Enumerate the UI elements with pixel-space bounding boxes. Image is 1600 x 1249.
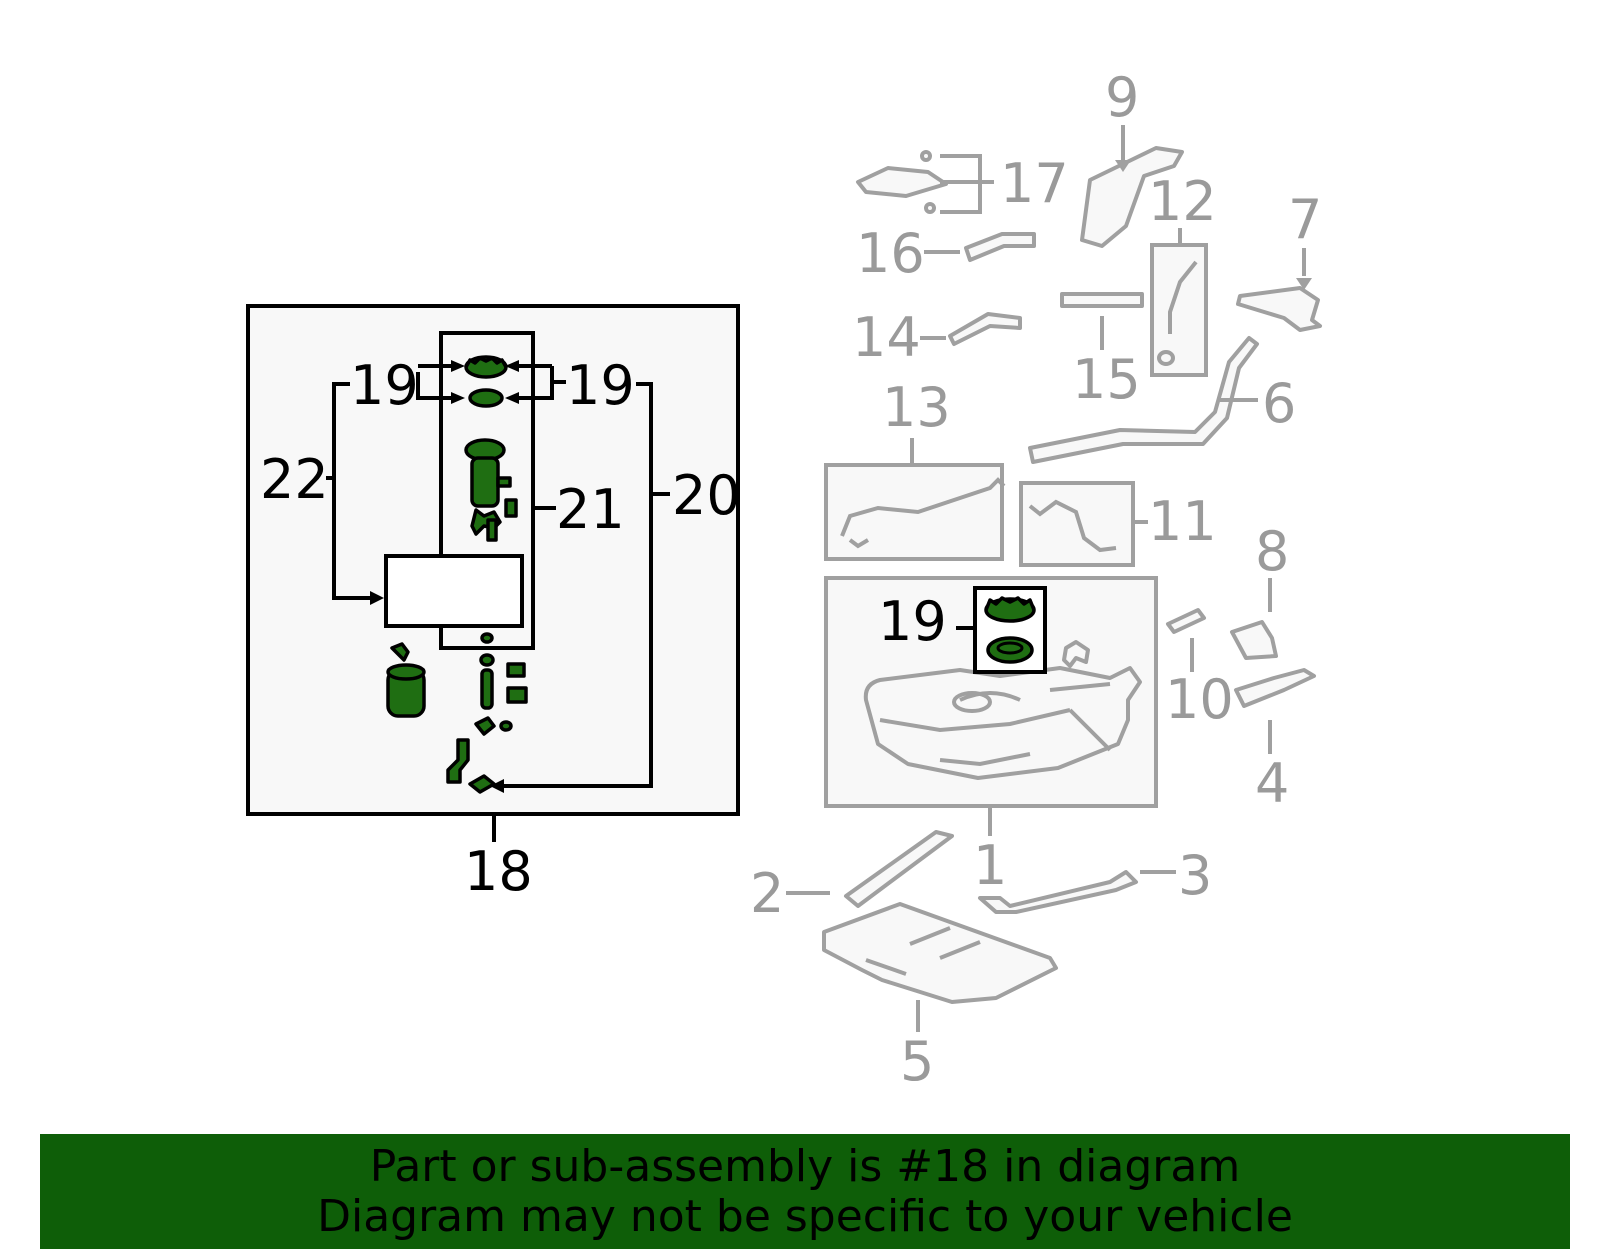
callout-15: 15 [1072, 348, 1141, 411]
wiring-harness[interactable] [840, 477, 1006, 549]
callout-13: 13 [882, 376, 951, 439]
callout-19-tank: 19 [878, 590, 947, 653]
bracket-4[interactable] [1234, 668, 1316, 708]
strap-2[interactable] [844, 830, 954, 908]
part-13-group[interactable] [824, 438, 1006, 561]
fuel-filter[interactable] [386, 642, 426, 718]
callout-3: 3 [1178, 844, 1212, 907]
tank-gasket[interactable] [986, 636, 1034, 664]
strap-15[interactable] [1060, 292, 1144, 308]
callout-19-left: 19 [350, 354, 419, 417]
banner-line-1: Part or sub-assembly is #18 in diagram [369, 1140, 1241, 1192]
bracket-8[interactable] [1230, 620, 1278, 660]
callout-19-right: 19 [566, 354, 635, 417]
under-cover-5[interactable] [822, 902, 1058, 1004]
callout-19-left-bracket [416, 364, 455, 400]
arrow-22 [370, 591, 384, 605]
bracket-14[interactable] [948, 312, 1022, 346]
part-11-group[interactable] [1019, 481, 1148, 567]
fuel-tank-group[interactable] [824, 576, 1158, 836]
filler-pipe[interactable] [1028, 336, 1259, 464]
callout-10: 10 [1165, 668, 1234, 731]
callout-17: 17 [1000, 152, 1069, 215]
assembly-18-group[interactable] [246, 304, 740, 842]
sub-assembly-22-box [384, 554, 524, 628]
callout-20-leader [500, 382, 670, 788]
callout-7: 7 [1288, 188, 1322, 251]
callout-12: 12 [1148, 170, 1217, 233]
arrow-19-right-a [505, 360, 519, 372]
callout-9: 9 [1105, 66, 1139, 129]
strap-3[interactable] [978, 870, 1138, 914]
callout-22-leader [326, 382, 374, 600]
fuel-pump-ring-nut[interactable] [464, 355, 508, 379]
callout-4: 4 [1255, 752, 1289, 815]
callout-5: 5 [900, 1030, 934, 1093]
arrow-20 [490, 779, 504, 793]
fuel-level-sender[interactable] [446, 632, 528, 794]
vent-hose[interactable] [1028, 499, 1117, 553]
callout-21: 21 [556, 478, 625, 541]
filler-hose[interactable] [1168, 260, 1198, 334]
sub-assembly-21-frame [439, 331, 535, 650]
callout-6: 6 [1262, 372, 1296, 435]
tube-10[interactable] [1166, 608, 1206, 634]
callout-16: 16 [856, 222, 925, 285]
info-banner: Part or sub-assembly is #18 in diagram D… [40, 1134, 1570, 1249]
callout-2: 2 [750, 862, 784, 925]
callout-14: 14 [852, 306, 921, 369]
fuel-cap-plate[interactable] [856, 166, 948, 198]
callout-19-right-bracket [516, 364, 566, 400]
heat-shield-9[interactable] [1080, 146, 1184, 248]
callout-11: 11 [1148, 490, 1217, 553]
filler-neck-bracket[interactable] [1236, 286, 1322, 332]
callout-18: 18 [464, 840, 533, 903]
callout-8: 8 [1255, 520, 1289, 583]
part-17-group[interactable] [856, 150, 994, 214]
fuel-pump-module[interactable] [464, 438, 518, 542]
callout-1: 1 [973, 834, 1007, 897]
arrow-19-left-b [451, 392, 465, 404]
arrow-19-right-b [505, 392, 519, 404]
callout-22: 22 [260, 448, 329, 511]
part-12-group[interactable] [1150, 228, 1208, 377]
callout-20: 20 [672, 464, 741, 527]
arrow-19-left-a [451, 360, 465, 372]
banner-line-2: Diagram may not be specific to your vehi… [317, 1190, 1293, 1242]
bracket-16[interactable] [964, 232, 1036, 262]
fuel-pump-gasket[interactable] [468, 388, 504, 408]
tank-clamp[interactable] [1062, 640, 1090, 668]
tank-ring-nut[interactable] [984, 596, 1036, 623]
part-11-frame [1019, 481, 1135, 567]
